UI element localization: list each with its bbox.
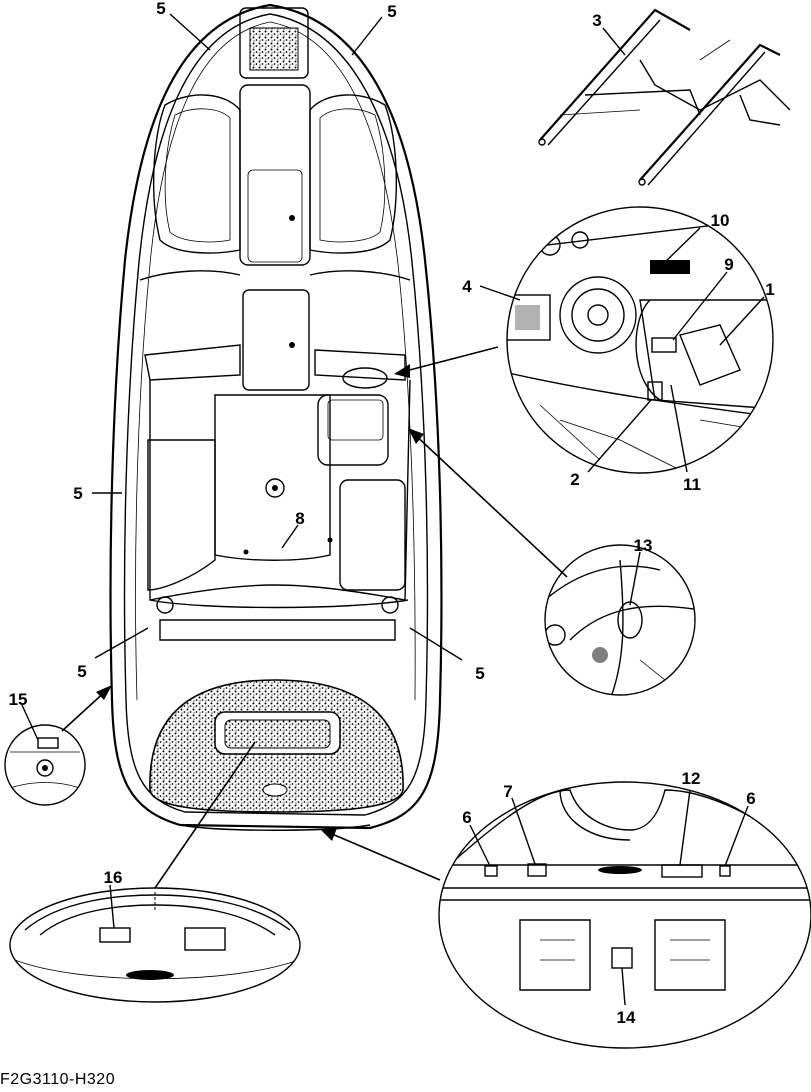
leader-lines bbox=[21, 13, 765, 1006]
callout-4: 4 bbox=[462, 277, 472, 296]
tower-detail bbox=[538, 8, 791, 186]
callout-16: 16 bbox=[104, 868, 123, 887]
callout-5-left: 5 bbox=[73, 484, 82, 503]
callout-8: 8 bbox=[295, 509, 304, 528]
callout-6-left: 6 bbox=[462, 808, 471, 827]
figure-code: F2G3110-H320 bbox=[0, 1071, 116, 1088]
boat-top-view bbox=[109, 3, 443, 831]
callout-numbers: 5 5 3 10 9 4 1 2 11 5 8 13 5 5 15 12 7 6… bbox=[9, 0, 775, 1027]
callout-6-right: 6 bbox=[746, 789, 755, 808]
callout-13: 13 bbox=[634, 536, 653, 555]
detail-13 bbox=[408, 428, 696, 696]
callout-7: 7 bbox=[503, 782, 512, 801]
callout-10: 10 bbox=[711, 211, 730, 230]
callout-11: 11 bbox=[683, 475, 701, 494]
callout-1: 1 bbox=[765, 280, 774, 299]
callout-15: 15 bbox=[9, 690, 28, 709]
callout-5-lower-right: 5 bbox=[475, 664, 484, 683]
callout-2: 2 bbox=[570, 470, 579, 489]
callout-5-top-right: 5 bbox=[387, 2, 396, 21]
detail-15 bbox=[4, 685, 112, 806]
engine-compartment-detail bbox=[394, 206, 774, 474]
callout-12: 12 bbox=[682, 769, 701, 788]
bow-detail bbox=[9, 741, 301, 1003]
callout-9: 9 bbox=[724, 255, 733, 274]
callout-5-lower-left: 5 bbox=[77, 662, 86, 681]
callout-3: 3 bbox=[592, 11, 601, 30]
callout-5-top-left: 5 bbox=[156, 0, 165, 18]
callout-14: 14 bbox=[617, 1008, 636, 1027]
stern-detail bbox=[321, 781, 811, 1049]
